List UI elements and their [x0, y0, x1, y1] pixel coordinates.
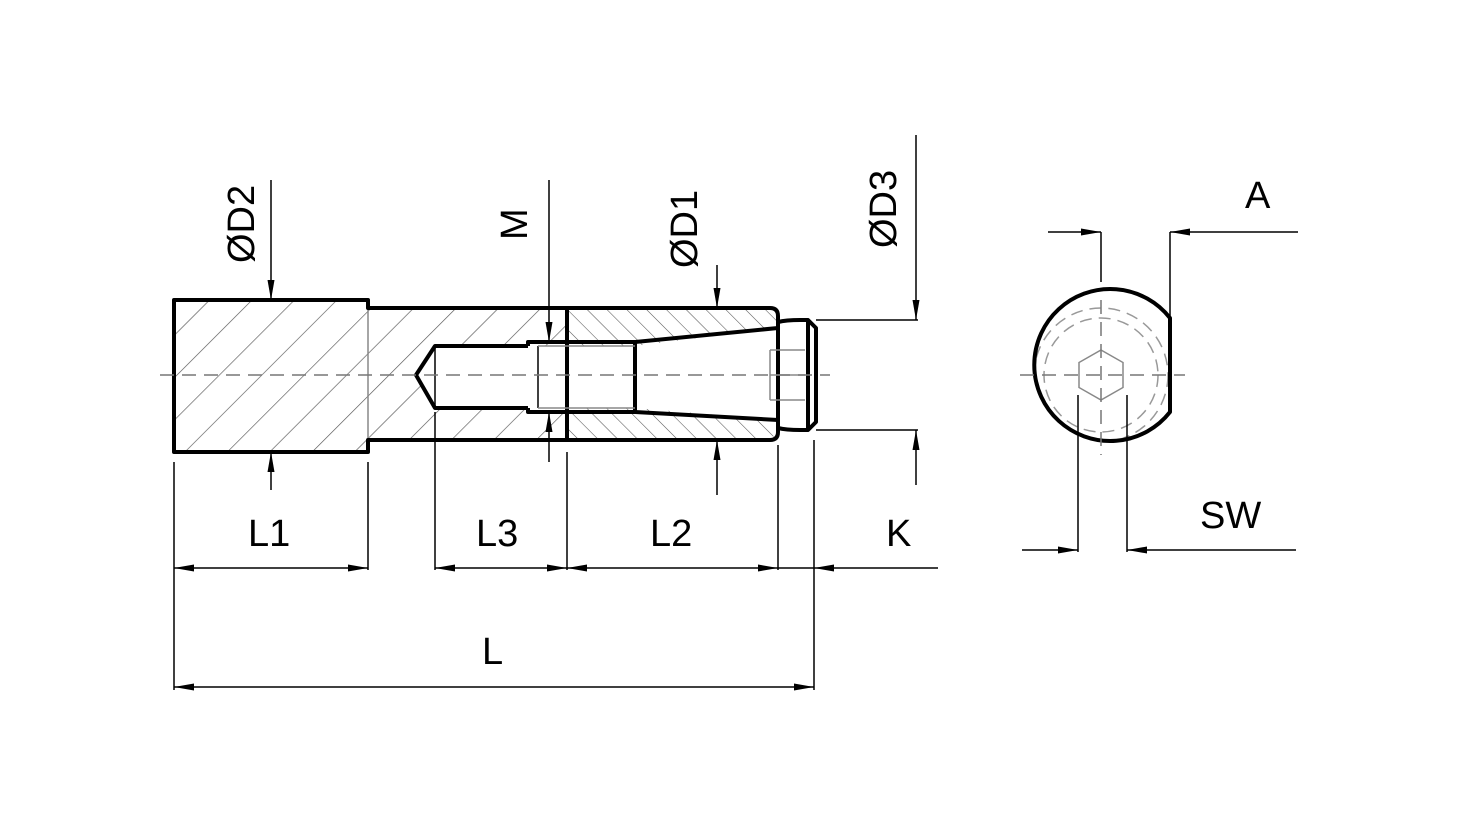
label-m: M: [494, 208, 536, 240]
label-k: K: [886, 513, 911, 555]
label-l1: L1: [248, 513, 290, 555]
label-d2: ØD2: [221, 185, 263, 263]
drill-hole: [414, 344, 528, 410]
body-outline: [172, 298, 780, 454]
section-view: [160, 298, 830, 454]
tip-outline: [776, 318, 818, 432]
label-l3: L3: [476, 513, 518, 555]
thread-bore: [526, 340, 637, 414]
label-a: A: [1245, 175, 1271, 217]
label-l: L: [482, 631, 503, 673]
end-view-outline: [1032, 287, 1172, 443]
label-d1: ØD1: [664, 190, 706, 268]
label-d3: ØD3: [863, 170, 905, 248]
label-l2: L2: [650, 513, 692, 555]
dimensions: [173, 135, 938, 691]
label-sw: SW: [1200, 495, 1261, 537]
end-view: [1020, 228, 1298, 554]
body-hatch-left: [174, 300, 567, 452]
tapered-bore: [634, 326, 779, 422]
labels: ØD2 M ØD1 ØD3 A L1 L3 L2 K L SW: [221, 170, 1271, 673]
